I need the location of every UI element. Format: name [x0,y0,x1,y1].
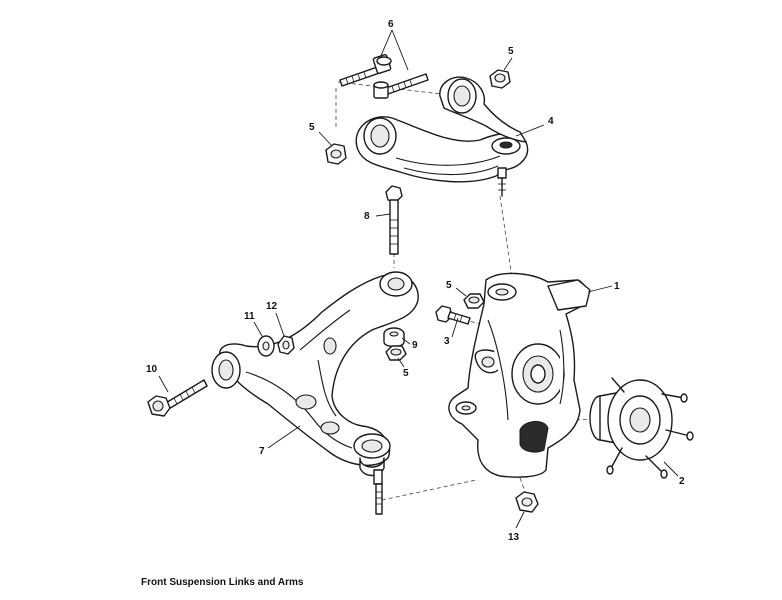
callout-1: 1 [614,281,620,292]
upper-bolt-long [339,54,392,87]
callout-3: 3 [444,336,450,347]
leader-lines [158,29,679,529]
nut-upper-right [489,69,511,89]
callout-5-lower: 5 [403,368,409,379]
lower-bushing-washer [383,327,405,348]
upper-control-arm [355,76,529,197]
bushing-washer-11 [257,335,275,357]
callout-labels: 1 2 3 4 5 5 5 5 6 7 8 9 10 11 12 13 [146,19,685,543]
callout-5-knuckle: 5 [446,280,452,291]
knuckle-bolt [435,305,471,325]
figure-caption: Front Suspension Links and Arms [141,577,304,588]
callout-7: 7 [259,446,265,457]
callout-11: 11 [244,311,255,322]
callout-6: 6 [388,19,394,30]
steering-knuckle [448,272,591,478]
wheel-hub-bearing [589,377,694,479]
callout-5-upper-right: 5 [508,46,514,57]
upper-arm-bolts [339,54,429,99]
callout-5-upper-left: 5 [309,122,315,133]
nut-lower-center [385,345,407,361]
callout-9: 9 [412,340,418,351]
ball-joint-bolt [385,185,403,255]
callout-8: 8 [364,211,370,222]
callout-2: 2 [679,476,685,487]
nut-upper-left [325,143,347,165]
lower-arm-bolt [147,379,208,417]
upper-bolt-short [373,73,429,99]
lower-control-arm [211,271,419,515]
callout-12: 12 [266,301,278,312]
axle-nut [515,491,539,513]
callout-4: 4 [548,116,554,127]
wheel-studs [606,377,694,479]
nut-knuckle [463,293,485,309]
bushing-washer-12 [277,335,295,355]
callout-13: 13 [508,532,520,543]
callout-10: 10 [146,364,158,375]
